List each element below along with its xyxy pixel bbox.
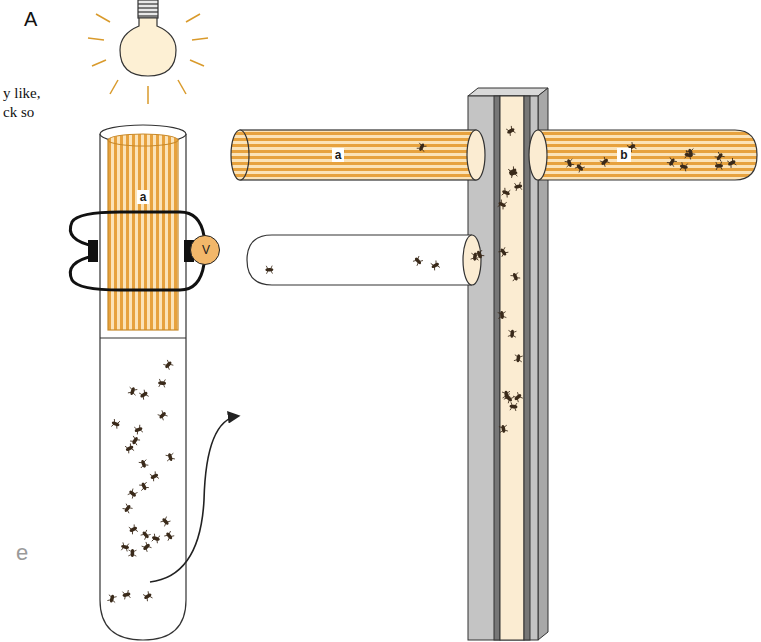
light-bulb (88, 0, 208, 104)
test-tube (247, 235, 481, 285)
caption-fragment: y like, (3, 85, 41, 102)
caption-fragment: ck so (3, 104, 34, 121)
transfer-arrow (150, 416, 238, 582)
tube-region: a (240, 130, 476, 180)
tube-region: a (100, 132, 186, 332)
part-letter: V (199, 243, 213, 257)
test-tube (100, 125, 186, 640)
panel-letter: A (24, 8, 37, 31)
flies (107, 125, 737, 603)
tube-region: b (538, 130, 757, 180)
test-tube (529, 130, 757, 180)
caption-fragment: e (16, 540, 28, 566)
voltmeter: V (190, 235, 220, 265)
electrode (88, 240, 98, 262)
part-letter: b (617, 148, 630, 162)
maze-block (468, 88, 548, 640)
electrode-wires (70, 212, 204, 290)
part-letter: a (332, 148, 345, 162)
test-tube (231, 130, 485, 180)
part-letter: a (137, 190, 150, 204)
